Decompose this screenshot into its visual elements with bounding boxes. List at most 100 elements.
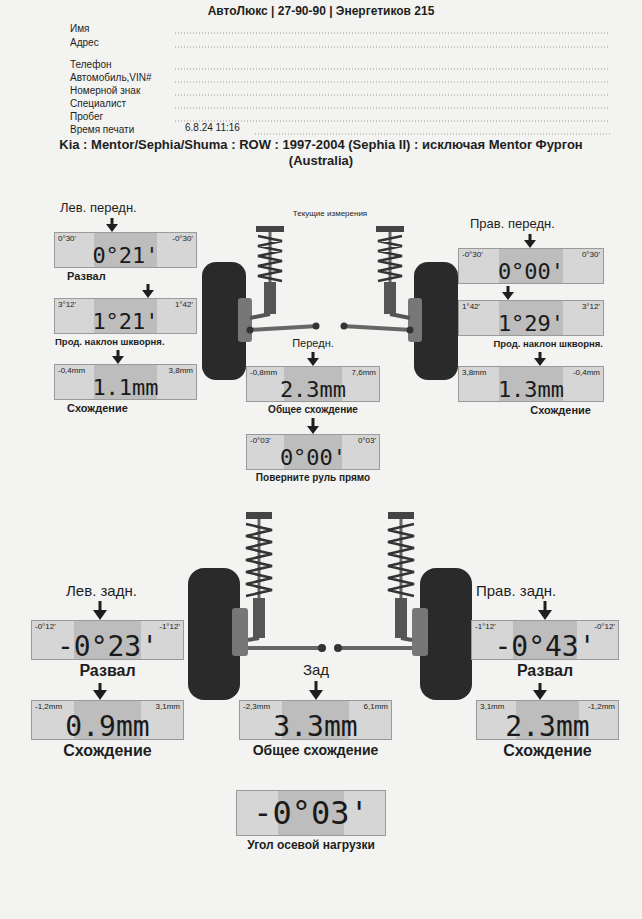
measured-value: -0°23' (32, 632, 183, 662)
printed-label: Текущие измерения (260, 209, 400, 219)
printed-label: Адрес (70, 36, 99, 49)
printed-label: Прав. передн. (470, 216, 555, 232)
front-right-corner (376, 226, 404, 232)
measured-value: 0°21' (55, 244, 196, 268)
printed-label: Прав. задн. (476, 581, 556, 600)
gauge-caption: Развал (79, 662, 135, 680)
gauge-band: 1°42'3°12'1°29'Прод. наклон шкворня. (458, 300, 604, 336)
gauge-caption: Поверните руль прямо (256, 472, 370, 484)
gauge-caption: Угол осевой нагрузки (247, 838, 375, 852)
printed-label: Телефон (70, 58, 111, 71)
front-left-corner (248, 326, 318, 330)
measured-value: 1.1mm (55, 376, 196, 400)
range-limit: -1,2mm (35, 702, 62, 712)
gauge-caption: Прод. наклон шкворня. (55, 336, 165, 347)
range-limit: 3,8mm (462, 368, 486, 378)
gauge-band: 3°12'1°42'1°21'Прод. наклон шкворня. (54, 298, 197, 334)
rear-left-corner (246, 524, 272, 596)
indicator-arrow (307, 426, 319, 434)
measured-value: -0°43' (472, 632, 618, 662)
measured-value: 1.3mm (459, 378, 603, 402)
form-field-line (175, 121, 610, 122)
indicator-arrow (142, 290, 154, 298)
gauge-caption: Развал (517, 662, 573, 680)
measured-value: 0.9mm (32, 712, 183, 742)
indicator-arrow (539, 352, 542, 359)
measured-value: 2.3mm (247, 378, 379, 402)
indicator-arrow (312, 352, 315, 359)
rear-right-corner (401, 638, 412, 640)
range-limit: -0°30' (462, 250, 483, 260)
gauge-band: -2,3mm6,1mm3.3mmОбщее схождение (239, 700, 392, 740)
indicator-arrow (111, 218, 114, 225)
gauge-caption: Общее схождение (268, 404, 358, 416)
front-left-corner (258, 236, 282, 281)
printed-label: Время печати (70, 123, 134, 136)
front-suspension (202, 226, 458, 380)
report-title: АвтоЛюкс | 27-90-90 | Энергетиков 215 (150, 4, 492, 18)
rear-right-corner (412, 608, 428, 656)
front-right-corner (378, 236, 402, 281)
form-field-line (175, 69, 610, 70)
indicator-arrow (99, 683, 102, 691)
gauge-band: 3,8mm-0,4mm1.3mmСхождение (458, 366, 604, 402)
range-limit: 7,6mm (352, 368, 376, 378)
indicator-arrow (533, 690, 547, 700)
printed-label: Пробег (70, 110, 103, 123)
indicator-arrow (502, 292, 514, 300)
printed-label: Лев. задн. (66, 581, 137, 600)
indicator-arrow (524, 240, 536, 248)
rear-left-corner (318, 644, 326, 652)
front-right-corner (341, 323, 348, 330)
indicator-arrow (538, 610, 552, 620)
range-limit: -0°30' (172, 234, 193, 244)
gauge-band: -1,2mm3,1mm0.9mmСхождение (31, 700, 184, 740)
indicator-arrow (534, 358, 546, 366)
printed-label: Лев. передн. (60, 200, 137, 216)
range-limit: 0°30' (58, 234, 76, 244)
measured-value: 1°21' (55, 310, 196, 334)
rear-suspension (188, 512, 472, 700)
gauge-band: -0°30'0°30'0°00' (458, 248, 604, 284)
printed-label: Специалист (70, 97, 126, 110)
range-limit: 6,1mm (364, 702, 388, 712)
front-right-corner (384, 282, 396, 314)
gauge-band: 0°30'-0°30'0°21'Развал (54, 232, 197, 268)
gauge-band: -0°12'-1°12'-0°23'Развал (31, 620, 184, 660)
range-limit: -1°12' (475, 622, 496, 632)
measured-value: 2.3mm (477, 712, 618, 742)
front-left-corner (256, 226, 284, 232)
range-limit: -1°12' (159, 622, 180, 632)
rear-right-corner (340, 646, 412, 650)
range-limit: 1°42' (462, 302, 480, 312)
indicator-arrow (309, 690, 323, 700)
gauge-band: -0°03'Угол осевой нагрузки (236, 790, 386, 836)
range-limit: -0,4mm (58, 366, 85, 376)
front-right-corner (407, 327, 414, 334)
range-limit: -0°12' (35, 622, 56, 632)
indicator-arrow (93, 218, 552, 700)
rear-right-corner (395, 598, 407, 638)
range-limit: -0,4mm (573, 368, 600, 378)
gauge-band: -0,8mm7,6mm2.3mmОбщее схождение (246, 366, 380, 402)
range-limit: 0°03' (358, 436, 376, 446)
form-field-line (175, 108, 610, 109)
indicator-arrow (99, 601, 102, 611)
front-right-corner (342, 326, 412, 330)
gauge-caption: Схождение (530, 404, 591, 417)
range-limit: 3°12' (582, 302, 600, 312)
rear-right-corner (388, 524, 414, 596)
gauge-caption: Развал (67, 270, 106, 283)
measured-value: 1°29' (459, 312, 603, 336)
indicator-arrow (106, 224, 118, 232)
indicator-arrow (147, 284, 150, 291)
gauge-caption: Схождение (63, 742, 151, 760)
gauge-caption: Общее схождение (253, 742, 379, 758)
range-limit: -0°12' (594, 622, 615, 632)
rear-left-corner (246, 512, 272, 519)
range-limit: -0°03' (250, 436, 271, 446)
front-left-corner (313, 323, 320, 330)
printed-label: Передн. (285, 336, 341, 350)
